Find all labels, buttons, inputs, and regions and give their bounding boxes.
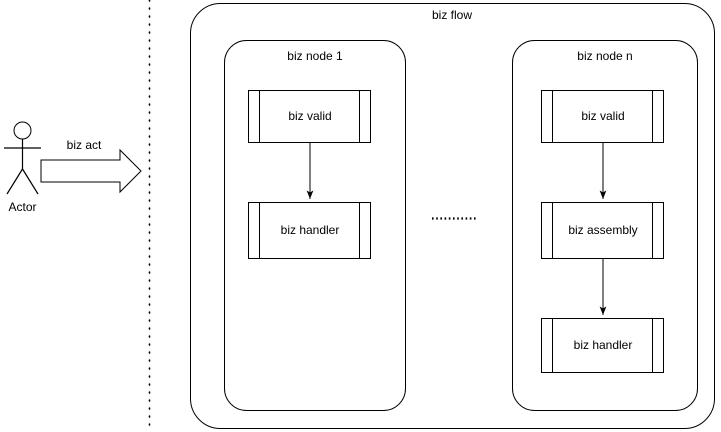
biz-act-arrow: biz act (40, 138, 142, 194)
biz-node-n-step-biz-valid: biz valid (541, 90, 664, 143)
biz-node-n-label: biz node n (577, 49, 632, 63)
actor-label: Actor (8, 200, 36, 214)
biz-node-1-step-biz-handler: biz handler (248, 202, 371, 259)
process-box (248, 90, 371, 143)
process-box-label: biz valid (581, 109, 624, 123)
biz-flow-label: biz flow (432, 8, 472, 22)
process-box-label: biz handler (574, 338, 633, 352)
process-box (248, 202, 371, 259)
biz-node-n-step-biz-handler: biz handler (541, 318, 664, 373)
biz-node-n-step-biz-assembly: biz assembly (541, 202, 664, 259)
actor-leg-right-icon (21, 168, 39, 195)
process-box (541, 318, 664, 373)
biz-node-1-container: biz node 1 biz valid biz handler (224, 40, 406, 411)
actor-head-icon (13, 121, 32, 140)
biz-act-label: biz act (67, 138, 102, 152)
process-box-label: biz valid (288, 109, 331, 123)
actor-figure: Actor (4, 121, 41, 214)
process-box (541, 90, 664, 143)
biz-node-1-step-biz-valid: biz valid (248, 90, 371, 143)
process-box-label: biz assembly (568, 223, 637, 237)
process-box (541, 202, 664, 259)
process-box-label: biz handler (281, 223, 340, 237)
block-arrow-icon (40, 148, 142, 194)
actor-leg-left-icon (6, 168, 24, 195)
biz-node-n-container: biz node n biz valid biz assembly (512, 40, 698, 411)
biz-node-1-label: biz node 1 (287, 49, 343, 63)
